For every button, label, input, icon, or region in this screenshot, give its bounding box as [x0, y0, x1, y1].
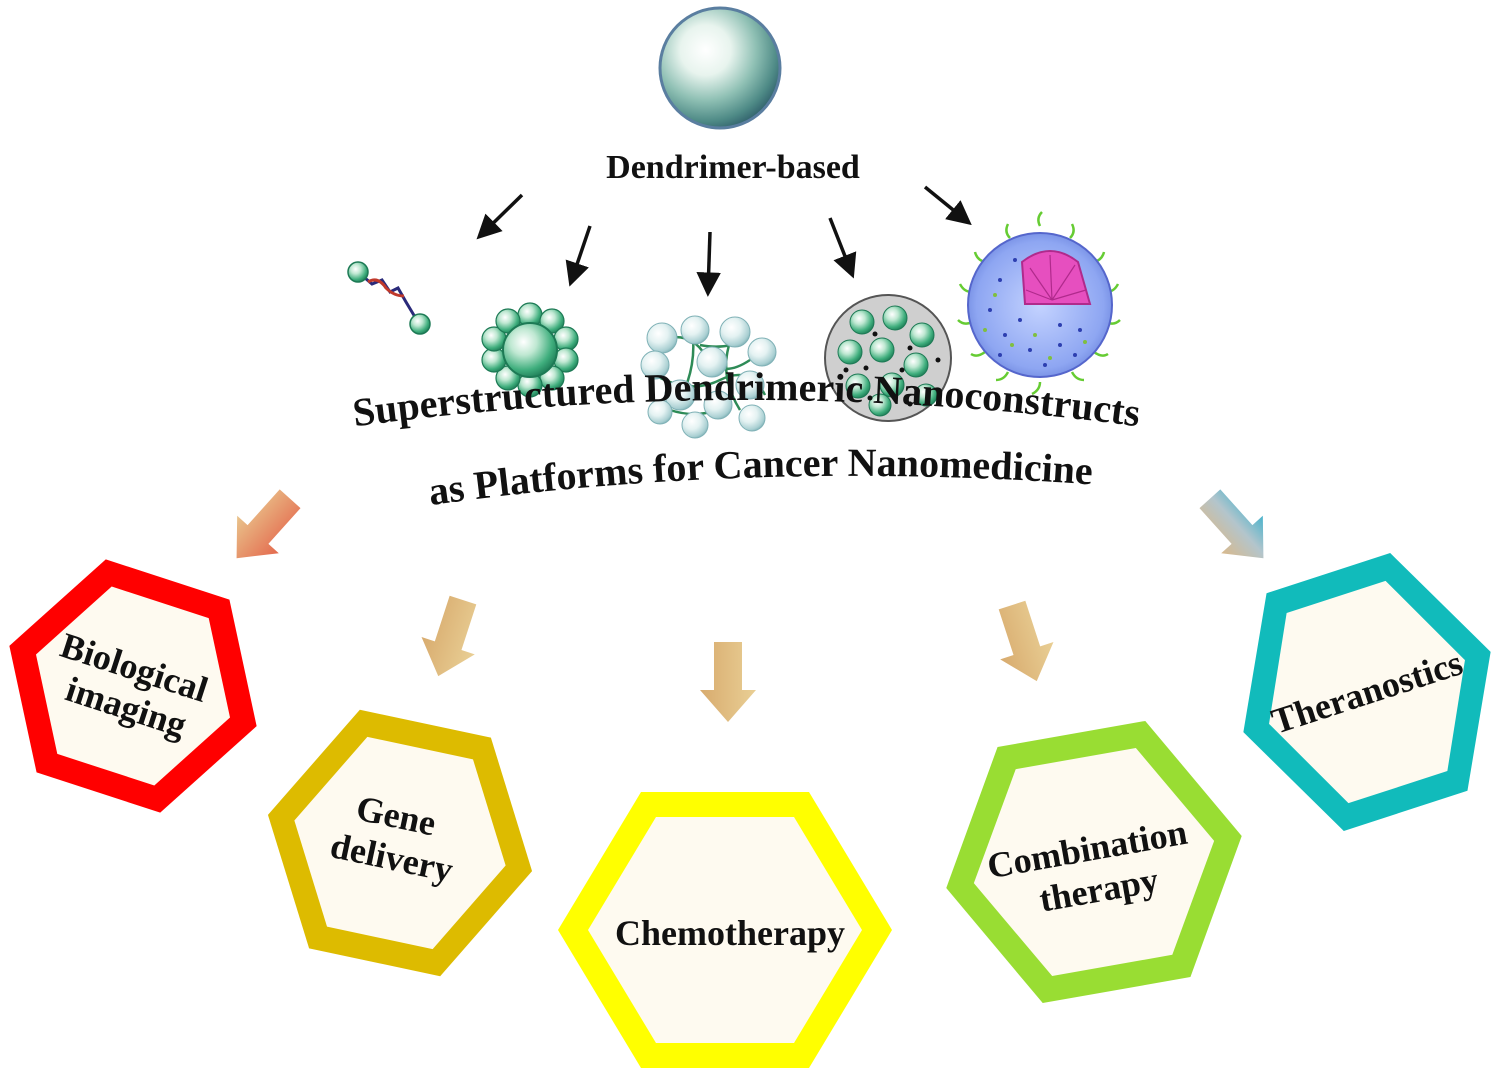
hybrid-micelle-icon: [957, 211, 1121, 396]
title-line-2-text: as Platforms for Cancer Nanomedicine: [426, 440, 1095, 514]
svg-text:Combination therapy: Combination therapy: [984, 810, 1206, 927]
dendrimer-loaded-nanoparticle-icon: [824, 294, 952, 422]
pointer-arrow: [828, 217, 857, 279]
hexagon-chemotherapy: Chemotherapy: [558, 792, 892, 1068]
hexagon-gene-delivery: Gene delivery: [267, 709, 533, 977]
block-arrow-chemo: [700, 642, 756, 722]
hexagon-combination-therapy: Combination therapy: [946, 720, 1242, 1004]
block-arrow-combination: [998, 600, 1054, 682]
block-arrow-imaging: [236, 489, 301, 559]
label-chemotherapy: Chemotherapy: [615, 913, 845, 953]
dendrimer-sphere-icon: [658, 6, 782, 130]
pointer-arrow: [923, 185, 972, 226]
dendrimer-dimer-icon: [347, 261, 431, 335]
block-arrow-theranostics: [1199, 489, 1264, 559]
hexagon-biological-imaging: Biological imaging: [9, 559, 257, 813]
dendrimer-network-icon: [640, 315, 777, 439]
hexagon-theranostics: Theranostics: [1243, 553, 1491, 831]
core-shell-assembly-icon: [481, 302, 579, 398]
block-arrow-gene: [421, 595, 477, 677]
pointer-arrow: [565, 225, 592, 287]
pointer-arrows: [476, 185, 972, 297]
title-line-2: as Platforms for Cancer Nanomedicine: [426, 440, 1095, 514]
pointer-arrow: [696, 231, 721, 297]
pointer-arrow: [476, 193, 524, 240]
header-label: Dendrimer-based: [606, 149, 860, 186]
